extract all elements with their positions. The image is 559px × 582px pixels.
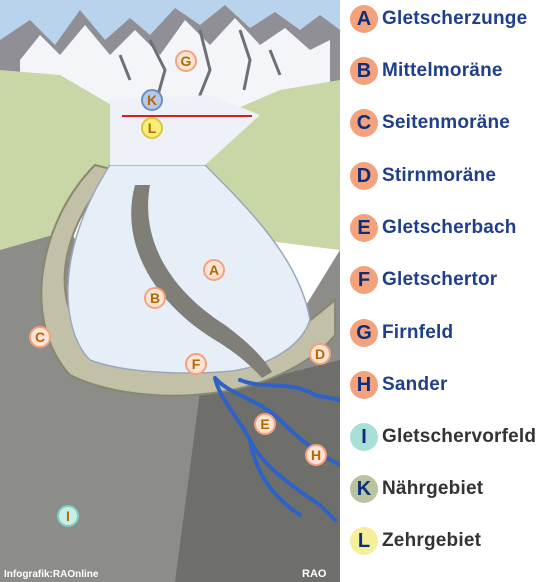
svg-text:A: A <box>209 262 219 278</box>
medial-moraine <box>131 185 272 378</box>
label-l: L <box>141 117 163 139</box>
legend-badge-e: E <box>350 214 378 242</box>
svg-text:B: B <box>150 290 160 306</box>
legend-term-i: Gletschervorfeld <box>382 426 537 447</box>
legend-term-f: Gletschertor <box>382 269 498 290</box>
rao-logo: RAO <box>302 568 327 580</box>
svg-text:C: C <box>35 329 45 345</box>
legend-badge-h: H <box>350 371 378 399</box>
label-g: G <box>175 50 197 72</box>
svg-text:G: G <box>181 53 192 69</box>
svg-text:I: I <box>66 508 70 524</box>
legend-term-c: Seitenmoräne <box>382 112 511 133</box>
legend-term-k: Nährgebiet <box>382 478 484 499</box>
svg-text:K: K <box>147 92 157 108</box>
source-credit: Infografik:RAOnline <box>4 569 99 580</box>
legend-term-a: Gletscherzunge <box>382 8 528 29</box>
svg-text:H: H <box>311 447 321 463</box>
meltwater-stream <box>213 376 340 522</box>
label-a: A <box>203 259 225 281</box>
snow-cap <box>20 18 330 110</box>
label-b: B <box>144 287 166 309</box>
label-c: C <box>29 326 51 348</box>
label-k: K <box>141 89 163 111</box>
left-slope <box>0 70 130 250</box>
svg-text:F: F <box>192 356 201 372</box>
firn-field <box>110 95 260 165</box>
label-e: E <box>254 413 276 435</box>
legend-term-h: Sander <box>382 374 448 395</box>
label-h: H <box>305 444 327 466</box>
label-i: I <box>57 505 79 527</box>
legend-badge-k: K <box>350 475 378 503</box>
legend-term-e: Gletscherbach <box>382 217 517 238</box>
glacier-tongue <box>67 164 311 374</box>
svg-text:L: L <box>148 120 157 136</box>
label-d: D <box>309 343 331 365</box>
legend-badge-g: G <box>350 319 378 347</box>
legend-term-d: Stirnmoräne <box>382 165 497 186</box>
svg-text:D: D <box>315 346 325 362</box>
legend-term-l: Zehrgebiet <box>382 530 482 551</box>
legend-badge-c: C <box>350 109 378 137</box>
legend-badge-d: D <box>350 162 378 190</box>
svg-text:E: E <box>260 416 269 432</box>
label-f: F <box>185 353 207 375</box>
legend-badge-f: F <box>350 266 378 294</box>
legend-badge-i: I <box>350 423 378 451</box>
glacier-illustration: G K L A B C D F <box>0 0 340 582</box>
legend-badge-l: L <box>350 527 378 555</box>
legend-badge-a: A <box>350 5 378 33</box>
rock-ridges <box>118 29 282 101</box>
diagram-labels: G K L A B C D F <box>29 50 331 527</box>
legend-badge-b: B <box>350 57 378 85</box>
legend-term-b: Mittelmoräne <box>382 60 503 81</box>
legend-term-g: Firnfeld <box>382 322 454 343</box>
sander-plain <box>175 360 340 582</box>
